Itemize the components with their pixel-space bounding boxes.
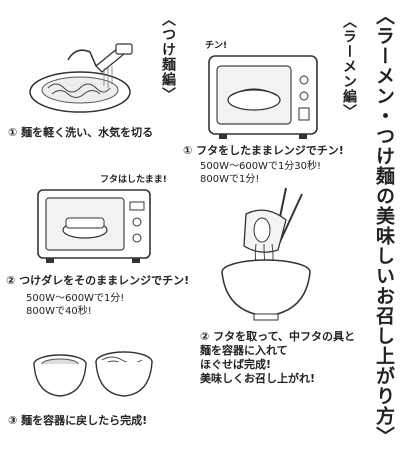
page-title: 〈ラーメン・つけ麺の美味しいお召し上がり方〉 <box>373 6 395 446</box>
tsukemen-step2-title: ② つけダレをそのままレンジでチン! <box>6 274 190 287</box>
two-bowls-illustration <box>28 346 158 406</box>
ramen-step1-title: ① フタをしたままレンジでチン! <box>183 144 344 157</box>
microwave-with-dish-illustration <box>34 186 156 266</box>
tsukemen-step3-text: ③ 麺を容器に戻したら完成! <box>8 414 148 427</box>
ramen-bowl-chopsticks-illustration <box>216 184 320 324</box>
tsukemen-section-heading: 〈つけ麺編〉 <box>160 12 176 102</box>
ramen-step2-text: ② フタを取って、中フタの具と 麺を容器に入れて ほぐせば完成! 美味しくお召し… <box>200 330 356 385</box>
colander-washing-noodles-illustration <box>18 40 148 120</box>
ramen-sfx-chin: チン! <box>205 41 228 51</box>
ramen-step1-note: 500W〜600Wで1分30秒! 800Wで1分! <box>200 161 322 185</box>
tsukemen-step2-note: 500W〜600Wで1分! 800Wで40秒! <box>26 293 125 317</box>
microwave-with-bowl-illustration <box>205 50 323 142</box>
tsukemen-sfx-keep-lid: フタはしたまま! <box>100 175 167 185</box>
tsukemen-step1-text: ① 麺を軽く洗い、水気を切る <box>8 126 154 139</box>
ramen-section-heading: 〈ラーメン編〉 <box>341 14 357 119</box>
